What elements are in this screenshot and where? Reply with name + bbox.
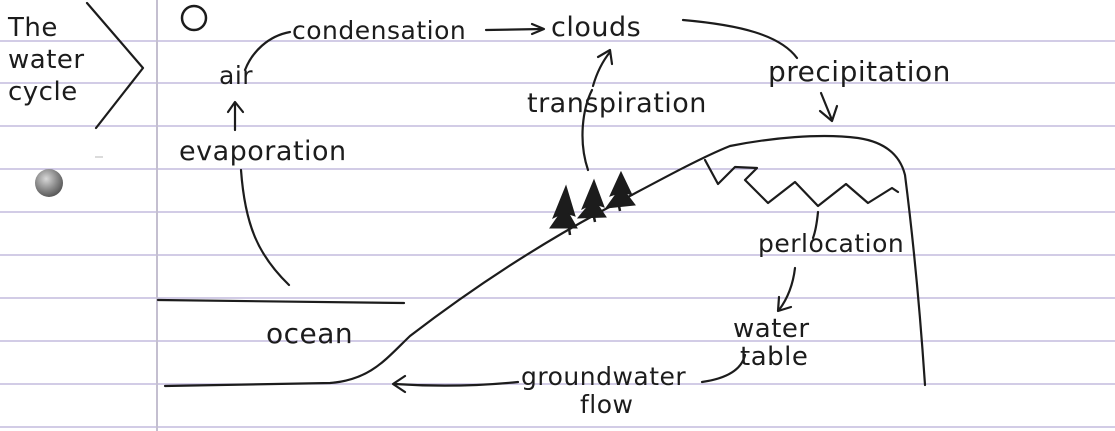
condensation-arrow bbox=[484, 27, 544, 32]
tree-icon bbox=[604, 170, 636, 209]
transpiration-arrow bbox=[591, 50, 612, 88]
title-line: cycle bbox=[8, 77, 78, 107]
label-condensation: condensation bbox=[292, 16, 467, 45]
label-air: air bbox=[219, 61, 254, 90]
label-precipitation: precipitation bbox=[768, 55, 951, 88]
snowcap bbox=[703, 158, 900, 208]
page-title: The water cycle bbox=[8, 12, 85, 108]
label-ocean: ocean bbox=[266, 317, 354, 350]
ocean-surface bbox=[156, 298, 406, 305]
forest-trees bbox=[549, 170, 636, 236]
label-percolation: perlocation bbox=[758, 229, 905, 258]
transpiration-curve bbox=[581, 88, 594, 172]
title-chevron bbox=[85, 1, 145, 130]
label-groundwater-flow: flow bbox=[580, 390, 634, 419]
label-water-table-line1: water bbox=[733, 314, 810, 344]
percolation-arrow bbox=[777, 266, 797, 312]
tree-icon bbox=[576, 178, 607, 219]
clouds-to-precipitation-curve bbox=[681, 18, 799, 60]
label-water-table-line2: table bbox=[740, 342, 809, 372]
title-line: water bbox=[8, 45, 85, 75]
title-line: The bbox=[8, 13, 58, 43]
water-table-connector bbox=[700, 353, 747, 384]
binder-hole bbox=[35, 169, 63, 197]
evaporation-curve bbox=[239, 168, 291, 287]
label-clouds: clouds bbox=[551, 12, 642, 43]
snow-to-percolation-line bbox=[811, 210, 820, 240]
ocean-floor-and-mountain bbox=[163, 134, 927, 388]
precipitation-arrow bbox=[819, 91, 834, 122]
label-evaporation: evaporation bbox=[179, 136, 347, 167]
label-transpiration: transpiration bbox=[527, 88, 707, 119]
groundwater-flow-arrow bbox=[393, 380, 520, 387]
label-groundwater: groundwater bbox=[521, 362, 687, 391]
tree-icon bbox=[549, 184, 578, 229]
binder-hole-outline bbox=[180, 4, 208, 32]
air-to-condensation-curve bbox=[243, 30, 292, 72]
